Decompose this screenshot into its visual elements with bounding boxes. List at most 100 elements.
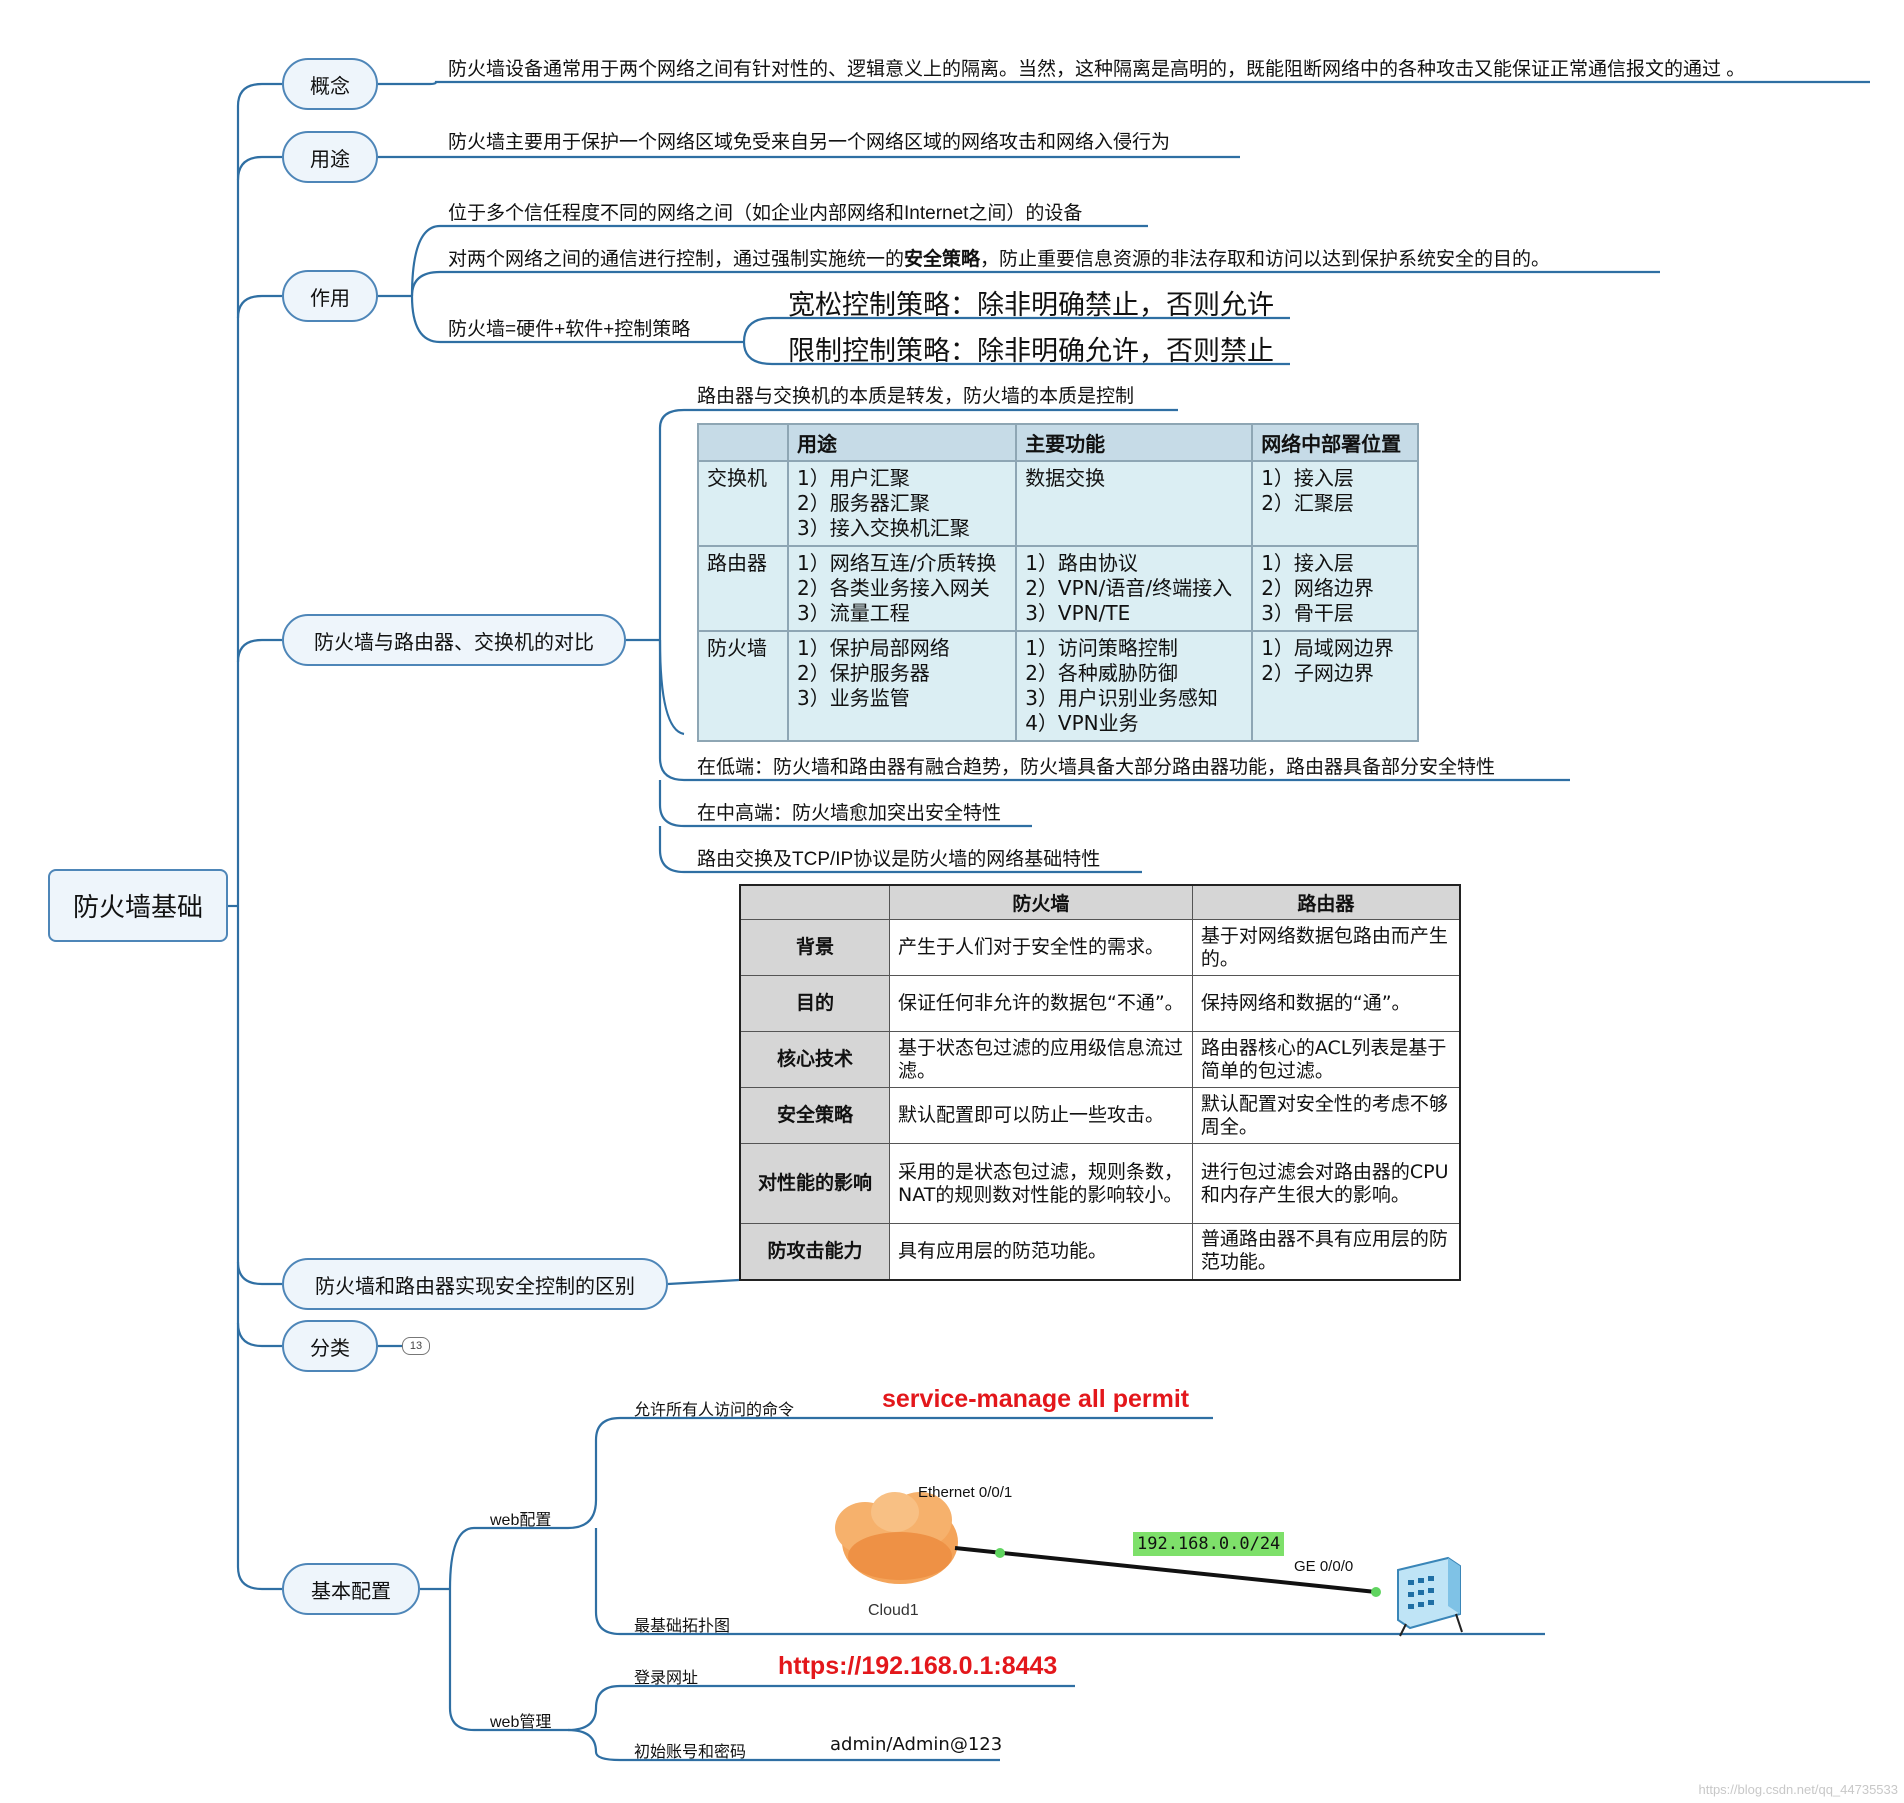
- diff-th-router: 路由器: [1191, 884, 1461, 920]
- table-cell: 默认配置对安全性的考虑不够周全。: [1191, 1087, 1461, 1144]
- cell-line: 2）汇聚层: [1261, 491, 1354, 515]
- row-header: 防火墙: [697, 630, 789, 742]
- link-diff: [236, 1261, 282, 1286]
- row-header: 对性能的影响: [739, 1143, 890, 1224]
- policy-loose-line: [742, 316, 1290, 343]
- role-item2: 对两个网络之间的通信进行控制，通过强制实施统一的安全策略，防止重要信息资源的非法…: [448, 244, 1550, 271]
- difference-table-header: 防火墙 路由器: [739, 884, 1461, 920]
- watermark: https://blog.csdn.net/qq_44735533: [1698, 1782, 1899, 1797]
- node-compare[interactable]: 防火墙与路由器、交换机的对比: [282, 614, 626, 666]
- node-usage[interactable]: 用途: [282, 131, 378, 183]
- role-item3: 防火墙=硬件+软件+控制策略: [448, 319, 691, 340]
- compare-note-low: 在低端：防火墙和路由器有融合趋势，防火墙具备大部分路由器功能，路由器具备部分安全…: [697, 757, 1496, 778]
- cell-line: 3）用户识别业务感知: [1025, 686, 1218, 710]
- topo-label: 最基础拓扑图: [634, 1618, 731, 1635]
- cloud-label: Cloud1: [868, 1602, 919, 1619]
- table-cell: 采用的是状态包过滤，规则条数，NAT的规则数对性能的影响较小。: [889, 1143, 1193, 1224]
- node-role[interactable]: 作用: [282, 270, 378, 322]
- cell-line: 2）各种威胁防御: [1025, 661, 1178, 685]
- row-header: 目的: [739, 975, 890, 1032]
- login-url[interactable]: https://192.168.0.1:8443: [778, 1652, 1058, 1680]
- cloud-port-label: Ethernet 0/0/1: [918, 1484, 1013, 1501]
- table-cell: 数据交换: [1015, 460, 1254, 547]
- table-cell: 路由器核心的ACL列表是基于简单的包过滤。: [1191, 1031, 1461, 1088]
- policy-strict-line: [742, 341, 1290, 366]
- node-difference[interactable]: 防火墙和路由器实现安全控制的区别: [282, 1258, 668, 1310]
- node-difference-label: 防火墙和路由器实现安全控制的区别: [315, 1275, 635, 1298]
- web-config-line: [448, 1526, 568, 1590]
- web-manage-line: [448, 1589, 568, 1732]
- node-basic-config-label: 基本配置: [311, 1580, 391, 1603]
- permit-line: [567, 1416, 846, 1530]
- cell-line: 4）VPN业务: [1025, 711, 1139, 735]
- fw-port-label: GE 0/0/0: [1294, 1558, 1354, 1575]
- compare-note-high: 在中高端：防火墙愈加突出安全特性: [697, 803, 1002, 824]
- compare-th-func: 主要功能: [1015, 423, 1254, 462]
- permit-command: service-manage all permit: [882, 1385, 1190, 1413]
- firewall-device-icon: [1397, 1556, 1463, 1637]
- essence-line: [658, 408, 1178, 640]
- topo-link: [954, 1546, 1377, 1594]
- policy-loose: 宽松控制策略：除非明确禁止，否则允许: [788, 290, 1274, 320]
- node-classify[interactable]: 分类: [282, 1320, 378, 1372]
- spine: [236, 106, 282, 1591]
- table-row: 安全策略默认配置即可以防止一些攻击。默认配置对安全性的考虑不够周全。: [739, 1087, 1461, 1144]
- cell-line: 1）用户汇聚: [797, 466, 910, 490]
- usage-text: 防火墙主要用于保护一个网络区域免受来自另一个网络区域的网络攻击和网络入侵行为: [448, 132, 1171, 153]
- collapsed-count-badge[interactable]: 13: [402, 1337, 430, 1355]
- cred-label: 初始账号和密码: [634, 1744, 747, 1761]
- difference-table: 防火墙 路由器 背景产生于人们对于安全性的需求。基于对网络数据包路由而产生的。 …: [739, 884, 1461, 1281]
- table-cell: 默认配置即可以防止一些攻击。: [889, 1087, 1193, 1144]
- table-row: 对性能的影响采用的是状态包过滤，规则条数，NAT的规则数对性能的影响较小。进行包…: [739, 1143, 1461, 1224]
- node-concept[interactable]: 概念: [282, 58, 378, 110]
- note-high-line: [658, 780, 1032, 828]
- role-item1: 位于多个信任程度不同的网络之间（如企业内部网络和Internet之间）的设备: [448, 203, 1083, 224]
- link-compare: [236, 638, 282, 663]
- cred-line: [567, 1728, 1000, 1762]
- table-cell: 进行包过滤会对路由器的CPU和内存产生很大的影响。: [1191, 1143, 1461, 1224]
- compare-th-use: 用途: [786, 423, 1018, 462]
- link-concept: [236, 82, 282, 107]
- compare-th-corner: [697, 423, 789, 462]
- cell-line: 3）VPN/TE: [1025, 601, 1131, 625]
- table-row: 防攻击能力具有应用层的防范功能。普通路由器不具有应用层的防范功能。: [739, 1223, 1461, 1280]
- topology-diagram: [835, 1492, 1463, 1637]
- cell-line: 3）骨干层: [1261, 601, 1354, 625]
- compare-essence: 路由器与交换机的本质是转发，防火墙的本质是控制: [697, 386, 1135, 407]
- root-label: 防火墙基础: [72, 892, 203, 922]
- table-row: 目的保证任何非允许的数据包“不通”。保持网络和数据的“通”。: [739, 975, 1461, 1032]
- table-cell: 保持网络和数据的“通”。: [1191, 975, 1461, 1032]
- compare-th-pos: 网络中部署位置: [1251, 423, 1419, 462]
- web-manage-label: web管理: [490, 1714, 552, 1731]
- url-line: [567, 1684, 1075, 1732]
- diff-th-corner: [739, 884, 890, 920]
- cell-line: 1）网络互连/介质转换: [797, 551, 997, 575]
- node-compare-label: 防火墙与路由器、交换机的对比: [314, 631, 594, 654]
- cell-line: 2）网络边界: [1261, 576, 1374, 600]
- node-role-label: 作用: [310, 287, 350, 310]
- node-basic-config[interactable]: 基本配置: [282, 1563, 420, 1615]
- cell-line: 1）访问策略控制: [1025, 636, 1178, 660]
- note-low-line: [658, 640, 1570, 782]
- row-header: 路由器: [697, 545, 789, 632]
- cell-line: 2）保护服务器: [797, 661, 930, 685]
- cell-line: 1）局域网边界: [1261, 636, 1394, 660]
- cell-line: 1）保护局部网络: [797, 636, 950, 660]
- table-row: 背景产生于人们对于安全性的需求。基于对网络数据包路由而产生的。: [739, 919, 1461, 976]
- role-item2-post: ，防止重要信息资源的非法存取和访问以达到保护系统安全的目的。: [980, 249, 1551, 270]
- root-node[interactable]: 防火墙基础: [48, 869, 228, 942]
- table-cell: 保证任何非允许的数据包“不通”。: [889, 975, 1193, 1032]
- table-cell: 普通路由器不具有应用层的防范功能。: [1191, 1223, 1461, 1280]
- url-label: 登录网址: [634, 1670, 699, 1687]
- table-cell: 具有应用层的防范功能。: [889, 1223, 1193, 1280]
